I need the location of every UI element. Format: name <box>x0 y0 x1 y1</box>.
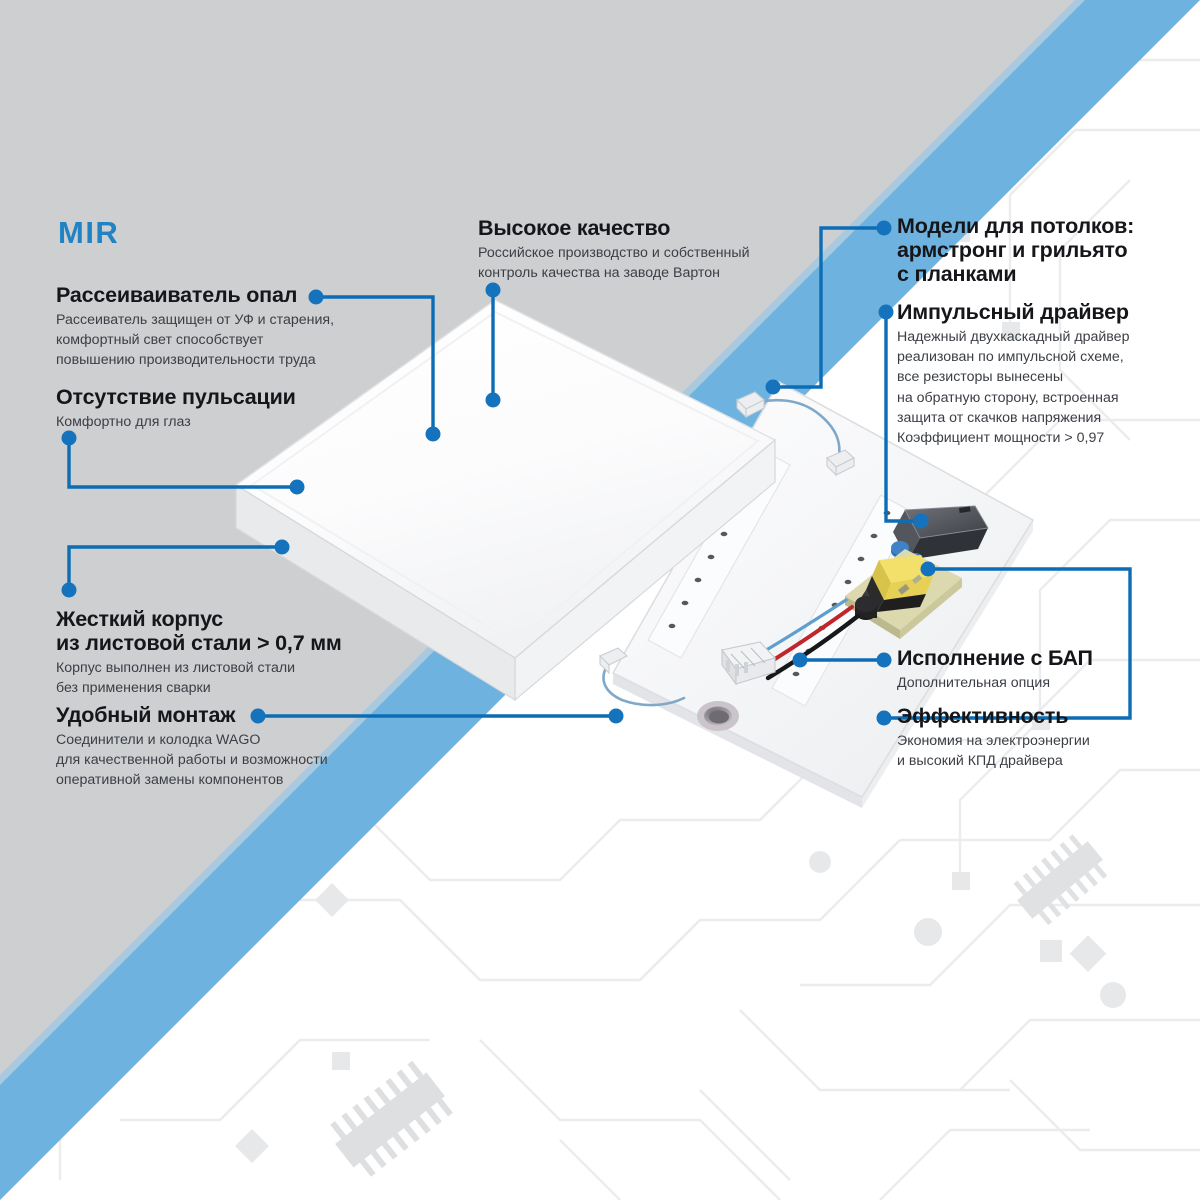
feature-diffuser-heading: Рассеиваиватель опал <box>56 283 298 307</box>
feature-no-flicker: Отсутствие пульсации Комфортно для глаз <box>56 385 386 432</box>
feature-easy-mount-heading: Удобный монтаж <box>56 703 236 727</box>
feature-easy-mount: Удобный монтаж Соединители и колодка WAG… <box>56 703 406 791</box>
feature-easy-mount-body: Соединители и колодка WAGO для качествен… <box>56 732 328 789</box>
feature-high-quality-heading: Высокое качество <box>478 216 671 240</box>
cable-grommet <box>697 701 739 731</box>
ic-chip-icon <box>330 1060 453 1177</box>
feature-efficiency-heading: Эффективность <box>897 704 1069 728</box>
feature-efficiency: Эффективность Экономия на электроэнергии… <box>897 704 1197 771</box>
brand-logo: MIR <box>58 215 120 250</box>
internal-wiring <box>602 398 841 707</box>
feature-efficiency-body: Экономия на электроэнергии и высокий КПД… <box>897 733 1090 770</box>
ic-chip-icon-2 <box>1013 834 1108 926</box>
feature-pulse-driver-heading: Импульсный драйвер <box>897 300 1129 324</box>
wago-terminal-small <box>599 391 855 675</box>
feature-bap-body: Дополнительная опция <box>897 675 1051 692</box>
feature-pulse-driver: Импульсный драйвер Надежный двухкаскадны… <box>897 300 1197 448</box>
feature-no-flicker-heading: Отсутствие пульсации <box>56 385 296 409</box>
feature-bap-heading: Исполнение с БАП <box>897 646 1093 670</box>
feature-bap: Исполнение с БАП Дополнительная опция <box>897 646 1197 693</box>
feature-diffuser-body: Рассеиватель защищен от УФ и старения, к… <box>56 312 335 369</box>
feature-ceiling-models: Модели для потолков: армстронг и грильят… <box>897 214 1197 286</box>
feature-rigid-body-heading: Жесткий корпус из листовой стали > 0,7 м… <box>56 607 342 656</box>
feature-diffuser: Рассеиваиватель опал Рассеиватель защище… <box>56 283 386 371</box>
feature-rigid-body: Жесткий корпус из листовой стали > 0,7 м… <box>56 607 416 698</box>
wago-connector <box>721 641 777 686</box>
feature-no-flicker-body: Комфортно для глаз <box>56 414 191 431</box>
feature-ceiling-models-heading: Модели для потолков: армстронг и грильят… <box>897 214 1135 287</box>
feature-rigid-body-body: Корпус выполнен из листовой стали без пр… <box>56 660 296 697</box>
steel-housing-base <box>611 380 1035 808</box>
feature-pulse-driver-body: Надежный двухкаскадный драйвер реализова… <box>897 329 1130 446</box>
feature-high-quality: Высокое качество Российское производство… <box>478 216 798 283</box>
feature-high-quality-body: Российское производство и собственный ко… <box>478 245 750 282</box>
